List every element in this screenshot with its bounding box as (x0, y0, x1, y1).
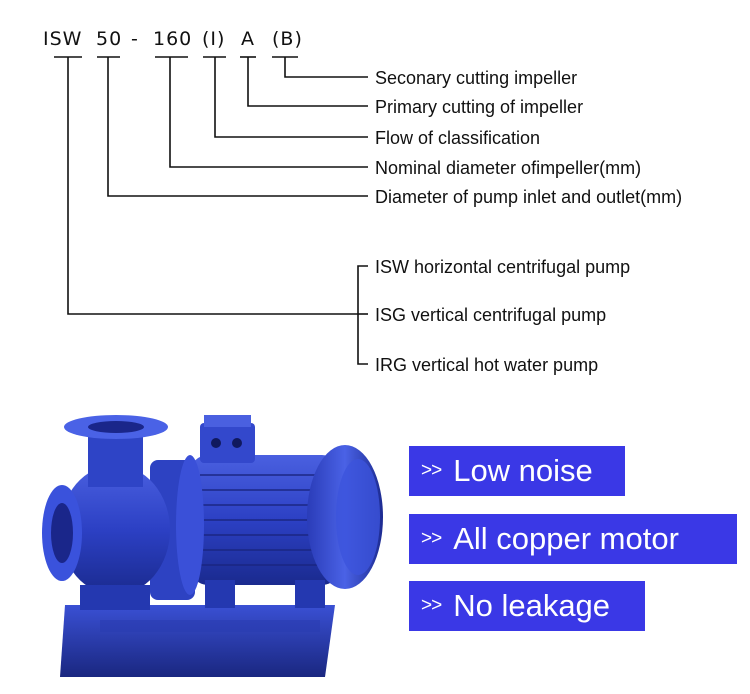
chevron-right-icon: >> (421, 528, 442, 549)
label-flow: Flow of classification (375, 128, 540, 148)
chevron-right-icon: >> (421, 460, 442, 481)
code-series: ISW (43, 28, 82, 50)
terminal-box (200, 423, 255, 463)
code-dash: - (131, 28, 139, 50)
feature-label: All copper motor (453, 521, 679, 556)
label-primary: Primary cutting of impeller (375, 97, 583, 117)
leader-inlet (107, 57, 368, 197)
label-secondary: Seconary cutting impeller (375, 68, 577, 88)
feature-copper-motor: >> All copper motor (409, 514, 737, 564)
feature-label: Low noise (453, 453, 593, 488)
leader-series (67, 57, 358, 315)
leader-impeller (169, 57, 368, 168)
feature-label: No leakage (453, 588, 611, 623)
code-primary: A (241, 28, 255, 50)
label-isg: ISG vertical centrifugal pump (375, 305, 606, 325)
label-isw: ISW horizontal centrifugal pump (375, 257, 630, 277)
feature-no-leakage: >> No leakage (409, 581, 645, 631)
code-impeller: 160 (153, 28, 192, 50)
feature-low-noise: >> Low noise (409, 446, 625, 496)
code-inlet: 50 (96, 28, 122, 50)
code-secondary: (B) (272, 28, 303, 50)
label-irg: IRG vertical hot water pump (375, 355, 598, 375)
model-code-diagram: ISW 50 - 160 (I) A (B) Seconary cutting … (43, 28, 682, 375)
leader-secondary (284, 57, 368, 78)
leader-primary (247, 57, 368, 107)
chevron-right-icon: >> (421, 595, 442, 616)
pump-image (42, 415, 383, 677)
pump-volute (60, 465, 170, 595)
label-impeller: Nominal diameter ofimpeller(mm) (375, 158, 641, 178)
leader-flow (214, 57, 368, 138)
code-flow: (I) (202, 28, 225, 50)
label-inlet: Diameter of pump inlet and outlet(mm) (375, 187, 682, 207)
series-bracket (357, 265, 368, 365)
pump-base (60, 605, 335, 677)
